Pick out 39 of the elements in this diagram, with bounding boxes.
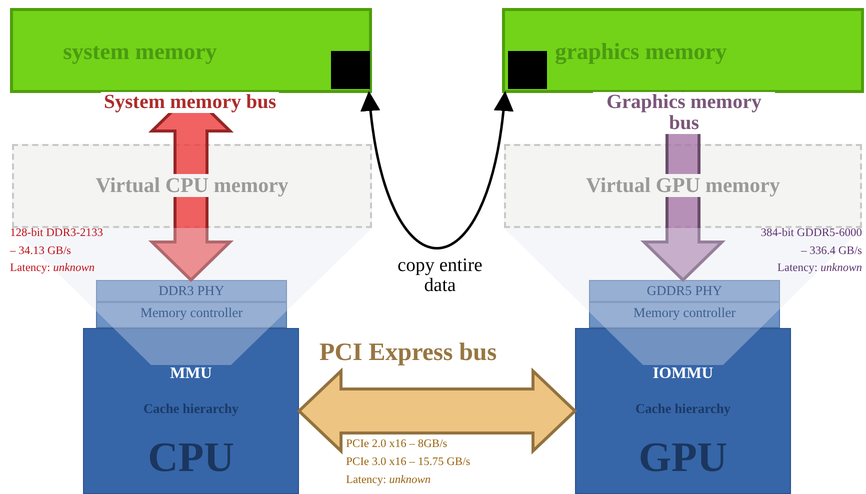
bandwidth-note: 384-bit GDDR5-6000 xyxy=(760,227,862,241)
memory-box xyxy=(10,8,372,93)
layer-label: Memory controller xyxy=(633,306,736,321)
unit-label: MMU xyxy=(170,365,212,383)
layer-label: Memory controller xyxy=(140,306,243,321)
data-block xyxy=(508,51,547,89)
unit-label: IOMMU xyxy=(652,365,714,383)
bandwidth-note: – 336.4 GB/s xyxy=(800,245,862,259)
virtual-memory-region xyxy=(12,144,372,228)
curved-arrow xyxy=(361,91,513,249)
layer-label: DDR3 PHY xyxy=(158,284,224,299)
virtual-memory-region xyxy=(504,144,862,228)
cache-label: Cache hierarchy xyxy=(143,402,239,417)
bandwidth-note: Latency: unknown xyxy=(10,262,95,276)
memory-label: system memory xyxy=(63,39,217,64)
processor-block xyxy=(83,328,299,494)
edge-label: System memory bus xyxy=(100,92,280,113)
edge-label: Graphics memory bus xyxy=(593,92,775,134)
controller-layer xyxy=(96,280,287,302)
memory-label: graphics memory xyxy=(555,39,727,64)
bandwidth-note: – 34.13 GB/s xyxy=(10,245,72,259)
bandwidth-note: PCIe 2.0 x16 – 8GB/s xyxy=(346,438,448,452)
bandwidth-note: PCIe 3.0 x16 – 15.75 GB/s xyxy=(346,456,470,470)
controller-layer xyxy=(589,302,780,328)
cache-label: Cache hierarchy xyxy=(635,402,731,417)
controller-layer xyxy=(96,302,287,328)
processor-label: CPU xyxy=(148,435,234,482)
memory-box xyxy=(502,8,864,93)
data-block xyxy=(331,51,370,89)
bandwidth-note: Latency: unknown xyxy=(777,262,862,276)
edge-label: copy entire data xyxy=(396,256,484,296)
bandwidth-note: 128-bit DDR3-2133 xyxy=(10,227,103,241)
processor-label: GPU xyxy=(638,435,728,482)
memory-label: Virtual CPU memory xyxy=(92,174,292,198)
bandwidth-note: Latency: unknown xyxy=(346,474,431,488)
layer-label: GDDR5 PHY xyxy=(646,284,722,299)
bus-arrow xyxy=(296,368,578,454)
controller-layer xyxy=(589,280,780,302)
processor-block xyxy=(575,328,791,494)
